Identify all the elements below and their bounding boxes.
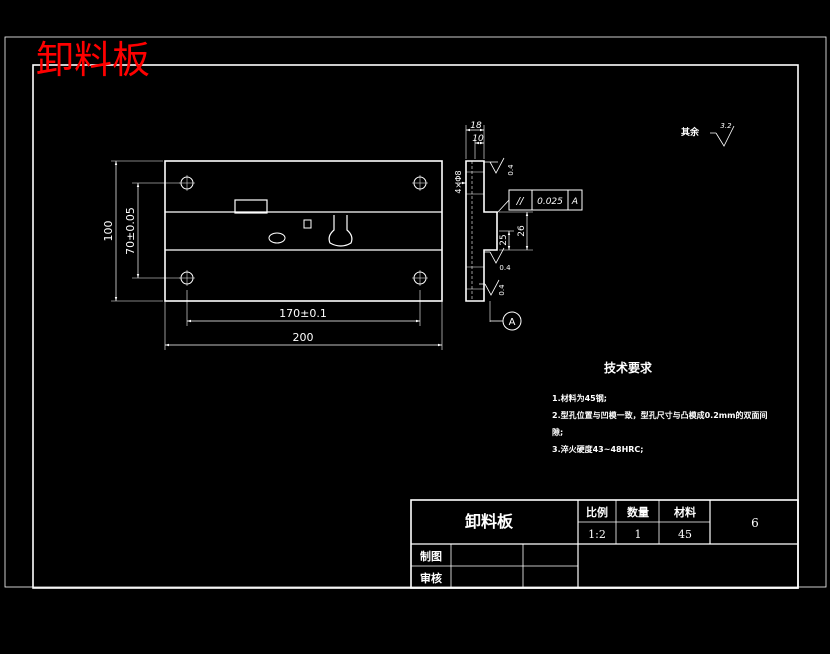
front-view	[111, 160, 443, 350]
plate-outline	[164, 160, 443, 302]
side-dim-step-2: 26	[517, 225, 527, 237]
title-block	[410, 499, 799, 589]
oval-hole	[268, 232, 286, 244]
tb-qty-value: 1	[635, 528, 642, 541]
roughness-symbol-3	[479, 279, 500, 296]
tolerance-value: 0.025	[537, 197, 563, 207]
surface-note-label: 其余	[681, 126, 700, 138]
dim-height-total: 100	[102, 221, 115, 242]
rect-cutout	[234, 199, 268, 214]
surface-note-symbol	[710, 125, 735, 147]
tech-req-line-3: 隙;	[552, 427, 563, 437]
tb-material-header: 材料	[674, 505, 696, 519]
surface-note-value: 3.2	[720, 122, 732, 130]
tb-qty-header: 数量	[627, 505, 649, 519]
roughness-symbol-2	[484, 247, 505, 264]
tolerance-frame	[508, 189, 583, 211]
tb-checked-label: 审核	[420, 571, 442, 585]
side-profile	[465, 160, 498, 302]
tech-req-line-4: 3.淬火硬度43~48HRC;	[552, 444, 644, 454]
tb-sheet-number: 6	[751, 516, 759, 530]
tech-req-line-2: 2.型孔位置与凹模一致，型孔尺寸与凸模成0.2mm的双面间	[552, 410, 767, 420]
roughness-value-3: 0.4	[498, 284, 506, 296]
watermark-title: 卸料板	[36, 38, 150, 82]
side-view	[455, 125, 583, 331]
sheet-outer-border	[4, 36, 827, 588]
side-dim-step-1: 25	[499, 234, 509, 245]
dim-width-total: 200	[293, 331, 314, 344]
tb-drawn-label: 制图	[420, 549, 442, 563]
punch-profile	[328, 215, 353, 247]
dim-hole-spacing-x: 170±0.1	[279, 307, 327, 320]
roughness-value-2: 0.4	[499, 264, 511, 272]
roughness-symbol-1	[484, 157, 505, 174]
tb-material-value: 45	[678, 528, 692, 541]
roughness-value-1: 0.4	[507, 164, 515, 176]
tb-scale-header: 比例	[586, 505, 608, 519]
datum-a-circle	[502, 311, 522, 331]
tech-req-line-1: 1.材料为45钢;	[552, 393, 607, 403]
side-dim-top-1: 18	[470, 121, 482, 131]
tech-req-title: 技术要求	[604, 360, 653, 375]
tb-scale-value: 1:2	[588, 528, 606, 541]
small-square-hole	[303, 219, 312, 229]
tolerance-datum: A	[571, 197, 578, 207]
mounting-holes	[179, 175, 428, 286]
tb-part-name: 卸料板	[465, 512, 514, 531]
dim-hole-spacing-y: 70±0.05	[124, 207, 137, 255]
tolerance-symbol: //	[516, 196, 525, 207]
datum-a-label: A	[509, 317, 516, 328]
side-dim-hole-dia: 4×Φ8	[454, 170, 463, 193]
side-dim-top-2: 10	[472, 134, 484, 144]
